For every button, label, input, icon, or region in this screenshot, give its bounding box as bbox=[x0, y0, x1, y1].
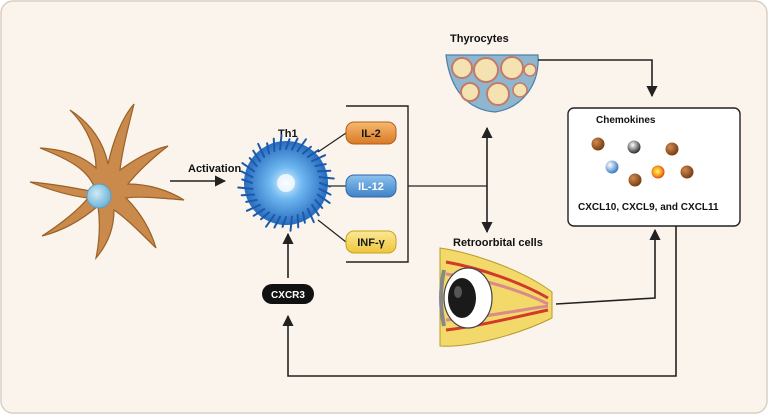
cytokine-label: IL-2 bbox=[361, 128, 381, 140]
cytokine-il12: IL-12 bbox=[345, 174, 397, 198]
chemokine-list-label: CXCL10, CXCL9, and CXCL11 bbox=[578, 202, 719, 213]
eye-cross-section-icon bbox=[439, 247, 553, 347]
cytokine-label: IL-12 bbox=[358, 181, 384, 193]
thyroid-follicle-icon bbox=[445, 54, 539, 113]
retroorbital-label: Retroorbital cells bbox=[453, 237, 543, 249]
cxcr3-badge: CXCR3 bbox=[262, 284, 314, 304]
cxcr3-label: CXCR3 bbox=[271, 290, 305, 301]
dendritic-cell-icon bbox=[29, 103, 185, 261]
th1-cell-icon bbox=[237, 134, 335, 232]
chemokine-molecules-icon bbox=[591, 137, 694, 187]
retroorbital-to-chemokines-arrow bbox=[555, 228, 661, 305]
cytokine-infg: INF-γ bbox=[345, 230, 397, 254]
th1-label: Th1 bbox=[278, 128, 298, 140]
activation-label: Activation bbox=[188, 163, 241, 175]
cytokine-il2: IL-2 bbox=[345, 121, 397, 145]
thyrocytes-to-chemokines-arrow bbox=[538, 59, 658, 98]
cytokine-bracket bbox=[346, 105, 409, 263]
il2-connector bbox=[317, 132, 347, 153]
chemokines-label: Chemokines bbox=[596, 115, 656, 126]
infg-connector bbox=[317, 219, 347, 243]
chemokines-to-cxcr3-arrow bbox=[282, 226, 677, 377]
thyrocytes-label: Thyrocytes bbox=[450, 33, 509, 45]
cytokine-label: INF-γ bbox=[357, 237, 385, 249]
